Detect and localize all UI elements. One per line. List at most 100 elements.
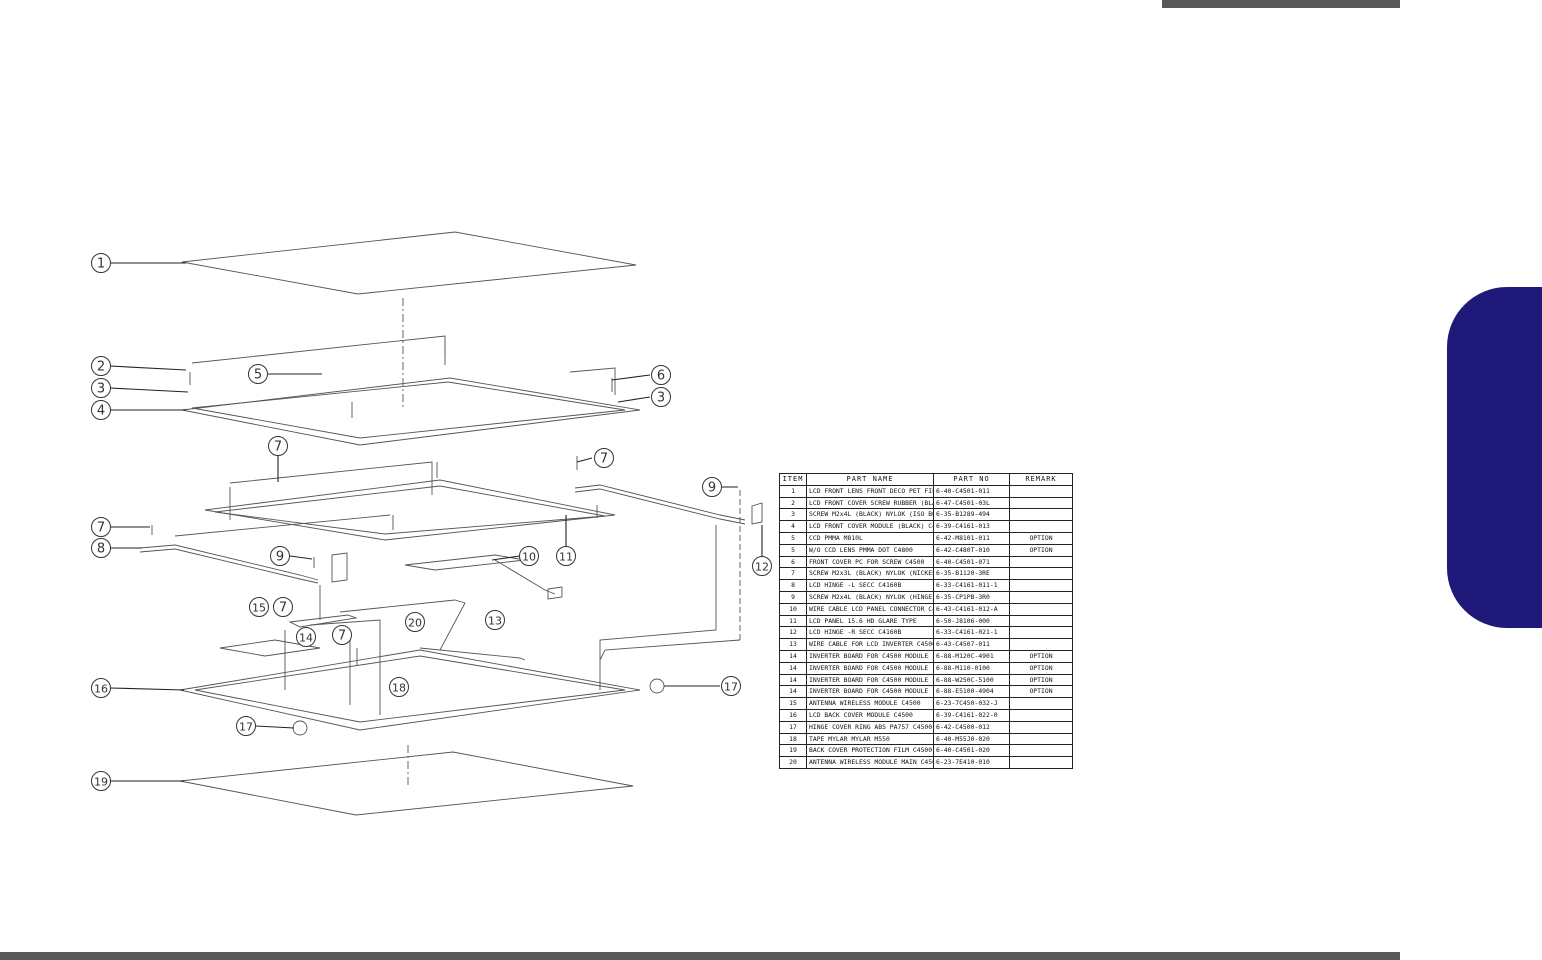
header-part-name: PART NAME xyxy=(806,473,934,486)
callout-14: 14 xyxy=(296,627,316,647)
cell-part-name: INVERTER BOARD FOR C4500 MODULE xyxy=(806,649,934,663)
cell-remark xyxy=(1009,579,1073,592)
cell-item: 15 xyxy=(779,697,807,710)
cell-remark: OPTION xyxy=(1009,649,1073,663)
callout-label: 17 xyxy=(239,721,253,734)
cell-remark xyxy=(1009,708,1073,722)
cell-item: 4 xyxy=(779,520,807,533)
callout-7: 7 xyxy=(91,517,111,537)
callout-label: 19 xyxy=(94,776,108,789)
cell-part-name: INVERTER BOARD FOR C4500 MODULE xyxy=(806,685,934,699)
cell-part-no: 6-88-M120C-4901 xyxy=(933,649,1010,663)
cell-part-name: FRONT COVER PC FOR SCREW C4500 xyxy=(806,555,934,569)
cell-part-no: 6-40-C4501-071 xyxy=(933,555,1010,569)
callout-18: 18 xyxy=(389,677,409,697)
cell-part-no: 6-35-B1120-3RE xyxy=(933,567,1010,581)
cell-part-name: WIRE CABLE FOR LCD INVERTER C4500 xyxy=(806,638,934,651)
cell-remark xyxy=(1009,744,1073,758)
cell-part-name: LCD FRONT COVER MODULE (BLACK) C4500 xyxy=(806,520,934,533)
cell-remark xyxy=(1009,508,1073,522)
cell-item: 6 xyxy=(779,555,807,569)
cell-item: 17 xyxy=(779,720,807,734)
cell-part-name: LCD FRONT COVER SCREW RUBBER (BLACK) C45… xyxy=(806,496,934,510)
cell-part-no: 6-42-C4500-012 xyxy=(933,720,1010,734)
cell-part-name: BACK COVER PROTECTION FILM C4500 xyxy=(806,744,934,758)
cell-remark xyxy=(1009,602,1073,616)
cell-part-name: SCREW M2x3L (BLACK) NYLOK (NICKEL BOSS) … xyxy=(806,567,934,581)
cell-part-name: WIRE CABLE LCD PANEL CONNECTOR C4500 xyxy=(806,602,934,616)
cell-part-no: 6-33-C4161-021-1 xyxy=(933,626,1010,640)
cell-part-name: TAPE MYLAR MYLAR M550 xyxy=(806,732,934,746)
callout-17: 17 xyxy=(721,676,741,696)
callout-11: 11 xyxy=(556,546,576,566)
cell-item: 9 xyxy=(779,590,807,604)
callout-label: 10 xyxy=(522,551,536,564)
cell-part-no: 6-88-M110-0100 xyxy=(933,661,1010,675)
cell-remark: OPTION xyxy=(1009,543,1073,557)
cell-part-name: LCD PANEL 15.6 HD GLARE TYPE xyxy=(806,614,934,628)
callout-label: 12 xyxy=(755,561,769,574)
cell-remark xyxy=(1009,555,1073,569)
callout-label: 8 xyxy=(97,542,105,557)
cell-remark xyxy=(1009,496,1073,510)
callout-20: 20 xyxy=(405,612,425,632)
cell-part-no: 6-35-CP1PB-3R0 xyxy=(933,590,1010,604)
callout-label: 20 xyxy=(408,617,422,630)
header-item: ITEM xyxy=(779,473,807,486)
cell-remark xyxy=(1009,638,1073,651)
callout-9: 9 xyxy=(270,546,290,566)
callout-6: 6 xyxy=(651,365,671,385)
cell-part-no: 6-39-C4161-013 xyxy=(933,520,1010,533)
callout-16: 16 xyxy=(91,678,111,698)
callout-12: 12 xyxy=(752,556,772,576)
footer-bar xyxy=(0,952,1400,960)
callout-label: 1 xyxy=(97,257,105,272)
cell-part-name: ANTENNA WIRELESS MODULE MAIN C4500 xyxy=(806,756,934,769)
callout-2: 2 xyxy=(91,356,111,376)
cell-item: 18 xyxy=(779,732,807,746)
callout-7: 7 xyxy=(268,436,288,456)
callout-label: 17 xyxy=(724,681,738,694)
cell-item: 7 xyxy=(779,567,807,581)
cell-part-name: W/O CCD LENS PMMA DOT C4800 xyxy=(806,543,934,557)
callout-5: 5 xyxy=(248,364,268,384)
cell-part-name: INVERTER BOARD FOR C4500 MODULE xyxy=(806,673,934,687)
cell-part-no: 6-40-C4501-011 xyxy=(933,484,1010,498)
cell-item: 11 xyxy=(779,614,807,628)
callout-19: 19 xyxy=(91,771,111,791)
callout-3: 3 xyxy=(651,387,671,407)
table-header-row: ITEM PART NAME PART NO REMARK xyxy=(779,473,1073,486)
cell-part-no: 6-42-M8101-011 xyxy=(933,531,1010,545)
callout-1: 1 xyxy=(91,253,111,273)
callout-7: 7 xyxy=(594,448,614,468)
cell-item: 12 xyxy=(779,626,807,640)
cell-part-no: 6-43-C4161-012-A xyxy=(933,602,1010,616)
cell-item: 10 xyxy=(779,602,807,616)
callout-label: 9 xyxy=(276,550,284,565)
cell-remark xyxy=(1009,697,1073,710)
cell-remark xyxy=(1009,756,1073,769)
callout-label: 3 xyxy=(97,382,105,397)
cell-part-no: 6-39-C4161-022-0 xyxy=(933,708,1010,722)
cell-part-no: 6-35-B1289-494 xyxy=(933,508,1010,522)
callout-4: 4 xyxy=(91,400,111,420)
header-remark: REMARK xyxy=(1009,473,1073,486)
cell-part-name: LCD HINGE -L SECC C4160B xyxy=(806,579,934,592)
callout-label: 7 xyxy=(97,521,105,536)
callout-label: 15 xyxy=(252,602,266,615)
callout-label: 6 xyxy=(657,369,665,384)
callout-label: 18 xyxy=(392,682,406,695)
cell-part-no: 6-40-M55J0-020 xyxy=(933,732,1010,746)
cell-part-name: SCREW M2x4L (BLACK) NYLOK (ISO BOSS) C45… xyxy=(806,508,934,522)
callout-label: 16 xyxy=(94,683,108,696)
